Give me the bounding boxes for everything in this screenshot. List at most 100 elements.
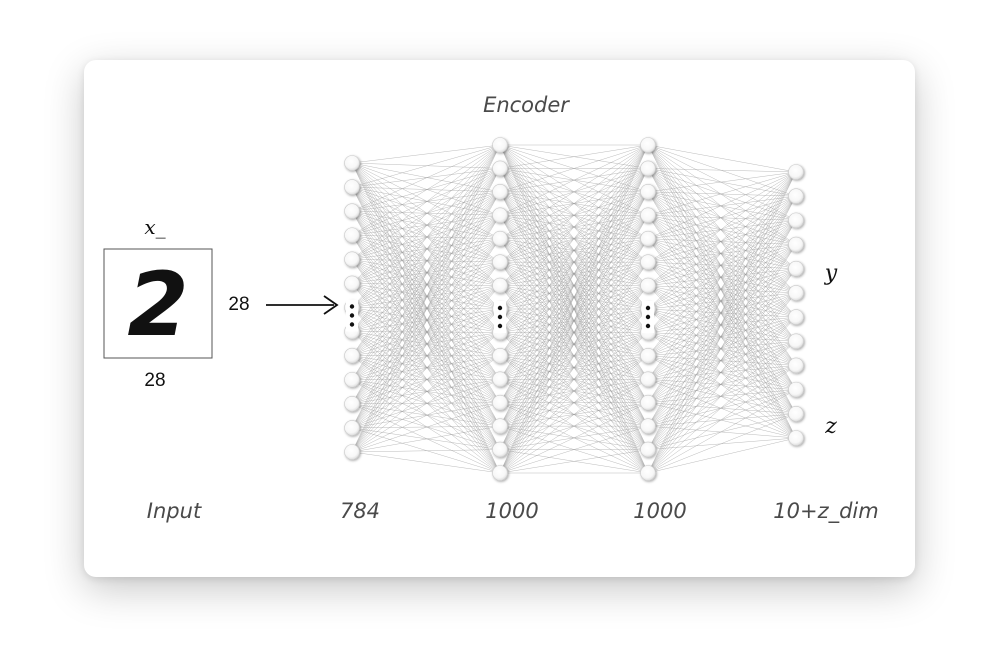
edge-line <box>647 144 797 245</box>
edge-line <box>647 238 797 294</box>
edge-line <box>351 285 501 380</box>
layer-2-node <box>492 465 508 481</box>
edge-line <box>351 238 501 260</box>
edge-line <box>351 235 501 310</box>
edge-line <box>351 162 501 286</box>
edge-line <box>647 144 797 221</box>
edge-line <box>499 144 649 427</box>
edge-line <box>647 316 797 427</box>
edge-line <box>647 195 797 216</box>
edge-line <box>351 331 501 380</box>
edge-line <box>647 168 797 390</box>
edge-line <box>351 168 501 236</box>
edge-line <box>647 332 797 366</box>
edge-line <box>351 331 501 403</box>
edge-line <box>351 238 501 332</box>
edge-line <box>647 308 797 415</box>
edge-line <box>647 355 797 390</box>
edge-line <box>647 261 797 318</box>
edge-line <box>647 171 797 263</box>
edge-line <box>647 168 797 342</box>
edge-line <box>351 283 501 333</box>
edge-line <box>351 235 501 380</box>
layer-1-node <box>344 371 360 388</box>
edge-line <box>351 283 501 310</box>
edge-line <box>351 211 501 403</box>
edge-line <box>647 220 797 474</box>
digit-glyph: 2 <box>127 253 188 356</box>
edge-line <box>351 259 501 380</box>
edge-line <box>647 144 797 366</box>
edge-line <box>647 168 797 414</box>
edge-line <box>647 268 797 333</box>
layer-2-node <box>492 348 508 364</box>
edge-line <box>351 235 501 403</box>
edge-line <box>351 144 501 380</box>
edge-line <box>647 261 797 366</box>
edge-line <box>351 427 501 450</box>
edge-line <box>647 402 797 415</box>
edge-line <box>351 144 501 332</box>
layer-2-node <box>492 254 508 270</box>
edge-line <box>647 238 797 390</box>
edge-line <box>647 238 797 245</box>
edge-line <box>647 215 797 245</box>
edge-line <box>647 308 797 366</box>
edge-line <box>351 403 501 450</box>
edge-line <box>351 379 501 453</box>
edge-line <box>647 215 797 221</box>
edge-line <box>647 215 797 414</box>
edge-line <box>647 413 797 427</box>
edge-line <box>647 195 797 286</box>
edge-line <box>647 355 797 439</box>
edge-line <box>351 215 501 453</box>
edge-line <box>647 425 797 439</box>
edge-line <box>499 144 649 310</box>
edge-line <box>351 162 501 356</box>
edge-line <box>647 413 797 450</box>
edge-line <box>499 144 649 263</box>
edge-line <box>647 215 797 390</box>
edge-line <box>647 168 797 366</box>
layer-1-node <box>344 420 360 436</box>
edge-line <box>351 355 501 380</box>
edge-line <box>351 307 501 357</box>
edge-line <box>647 220 797 357</box>
edge-line <box>647 268 797 286</box>
edge-line <box>647 244 797 474</box>
edge-line <box>351 162 501 193</box>
edge-line <box>351 355 501 429</box>
layer-4-node <box>788 430 804 446</box>
edge-line <box>647 168 797 318</box>
layer-2-node <box>492 184 508 200</box>
input-height-label: 28 <box>144 370 165 391</box>
edge-line <box>647 316 797 333</box>
edge-line <box>647 196 797 333</box>
edge-line <box>351 379 501 450</box>
layer-3-node <box>640 137 656 153</box>
edge-line <box>647 238 797 414</box>
edge-line <box>351 162 501 169</box>
edge-line <box>647 171 797 193</box>
edge-line <box>351 259 501 450</box>
edge-line <box>499 425 649 474</box>
edge-line <box>351 186 501 216</box>
edge-line <box>647 268 797 310</box>
edge-line <box>647 285 797 414</box>
layer-1-size-label: 784 <box>340 499 380 523</box>
edge-line <box>351 332 501 356</box>
edge-line <box>647 261 797 342</box>
layer-3-node <box>640 254 656 270</box>
layer-2-node <box>492 230 508 247</box>
edge-line <box>647 238 797 342</box>
layer-3-node <box>640 465 656 481</box>
edge-line <box>499 144 649 286</box>
edge-line <box>351 144 501 453</box>
edge-line <box>351 144 501 356</box>
edge-line <box>647 191 797 439</box>
edge-line <box>351 215 501 260</box>
edge-line <box>647 261 797 439</box>
edge-line <box>351 307 501 333</box>
edge-line <box>351 211 501 380</box>
edge-line <box>499 238 649 474</box>
